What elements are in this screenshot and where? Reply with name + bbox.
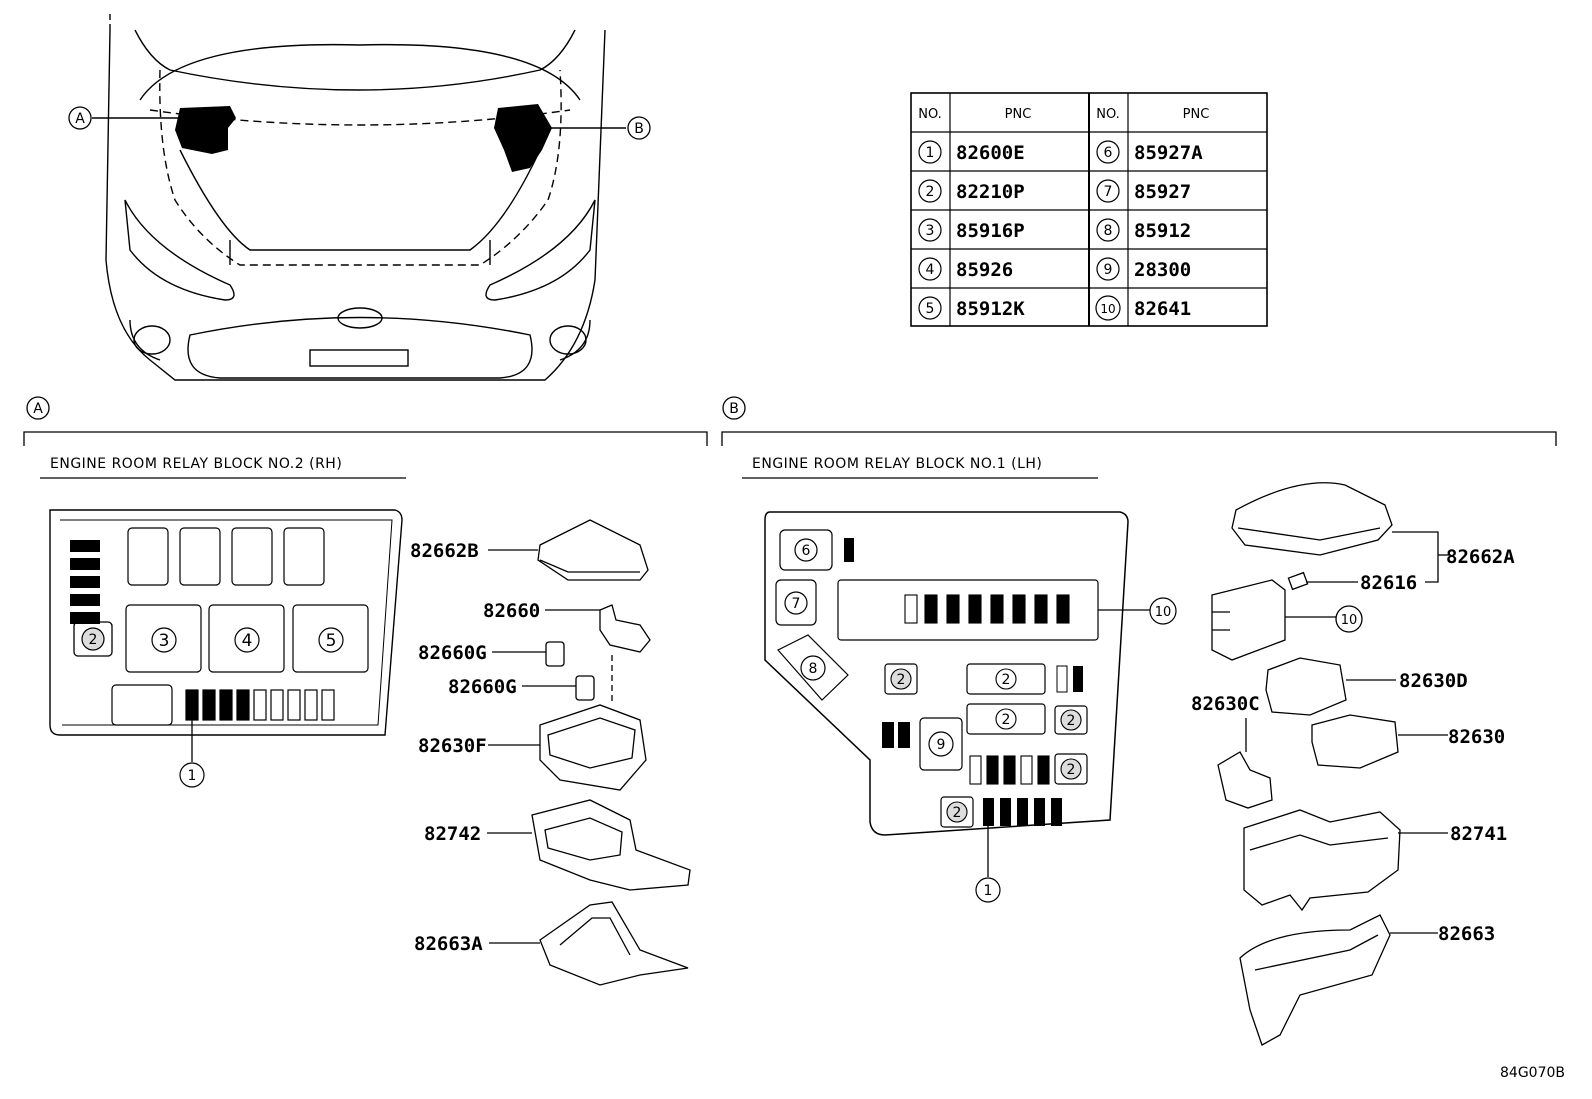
part-label: 82616 (1360, 572, 1417, 594)
part-label: 82630F (418, 735, 487, 757)
section-b-leaders (1245, 531, 1450, 934)
document-id: 84G070B (1500, 1065, 1565, 1081)
section-a-item-1: 1 (188, 768, 197, 784)
table-row-pnc: 28300 (1134, 259, 1191, 281)
table-row-no: 7 (1104, 184, 1113, 200)
table-header-no: NO. (1096, 107, 1120, 122)
section-b-item-2: 2 (1002, 672, 1011, 688)
table-row-pnc: 85927 (1134, 181, 1191, 203)
section-a-item-2: 2 (89, 632, 98, 648)
section-b-part-drawings (1211, 482, 1401, 1046)
overview-marker-b: B (634, 121, 644, 137)
table-row-no: 8 (1104, 223, 1113, 239)
table-header-pnc: PNC (1005, 107, 1032, 122)
relay-block-a-location (175, 106, 236, 154)
marker-a-circle (68, 106, 92, 130)
part-label: 82662A (1446, 546, 1515, 568)
table-row-no: 10 (1100, 302, 1115, 316)
table-row-no: 9 (1104, 262, 1113, 278)
table-row-pnc: 85926 (956, 259, 1013, 281)
table-row-no: 3 (926, 223, 935, 239)
part-label: 82663 (1438, 923, 1495, 945)
part-label: 82660 (483, 600, 540, 622)
table-header-pnc: PNC (1183, 107, 1210, 122)
part-label: 82742 (424, 823, 481, 845)
table-row-no: 1 (926, 145, 935, 161)
section-b-item-2: 2 (897, 672, 906, 688)
part-label: 82660G (418, 642, 487, 664)
table-row-pnc: 82641 (1134, 298, 1191, 320)
part-label: 82662B (410, 540, 479, 562)
part-label: 82660G (448, 676, 517, 698)
section-a-item-4: 4 (242, 631, 253, 651)
table-row-pnc: 85912 (1134, 220, 1191, 242)
overview-marker-a: A (75, 111, 85, 127)
section-b-title: ENGINE ROOM RELAY BLOCK NO.1 (LH) (752, 456, 1042, 472)
section-b-item-9: 9 (937, 737, 946, 753)
section-a-title: ENGINE ROOM RELAY BLOCK NO.2 (RH) (50, 456, 342, 472)
section-b-item-1: 1 (984, 883, 993, 899)
section-b-marker: B (729, 401, 739, 417)
section-b-item-6: 6 (802, 543, 811, 559)
relay-block-b-location (494, 104, 552, 172)
table-row-pnc: 85912K (956, 298, 1025, 320)
section-a-leaders (487, 549, 600, 944)
section-b-item-8: 8 (809, 661, 818, 677)
marker-b-circle (627, 116, 651, 140)
table-row-no: 5 (926, 301, 935, 317)
section-b-item-2: 2 (953, 805, 962, 821)
table-row-no: 2 (926, 184, 935, 200)
section-a: A ENGINE ROOM RELAY BLOCK NO.2 (RH) 2 3 … (23, 396, 708, 986)
part-label: 82663A (414, 933, 483, 955)
table-header-no: NO. (918, 107, 942, 122)
pnc-table: NO. PNC NO. PNC 1 82600E 6 85927A 2 8221… (910, 92, 1268, 327)
section-a-item-5: 5 (326, 631, 337, 651)
table-row-no: 4 (926, 262, 935, 278)
section-b-item-10-callout: 10 (1341, 613, 1358, 628)
table-row-no: 6 (1104, 145, 1113, 161)
part-label: 82630C (1191, 693, 1260, 715)
section-a-marker: A (33, 401, 43, 417)
part-label: 82630 (1448, 726, 1505, 748)
section-b-item-2: 2 (1067, 713, 1076, 729)
section-b-item-10: 10 (1155, 605, 1172, 620)
table-row-pnc: 85916P (956, 220, 1025, 242)
table-row-pnc: 85927A (1134, 142, 1203, 164)
vehicle-overview (105, 10, 606, 381)
table-row-pnc: 82210P (956, 181, 1025, 203)
table-row-pnc: 82600E (956, 142, 1025, 164)
part-label: 82630D (1399, 670, 1468, 692)
section-b-item-2: 2 (1067, 762, 1076, 778)
section-a-item-3: 3 (159, 631, 170, 651)
section-b-item-2: 2 (1002, 712, 1011, 728)
section-b: B ENGINE ROOM RELAY BLOCK NO.1 (LH) 6 7 … (721, 396, 1557, 1046)
section-b-item-7: 7 (792, 596, 801, 612)
part-label: 82741 (1450, 823, 1507, 845)
section-a-part-drawings (531, 519, 691, 986)
